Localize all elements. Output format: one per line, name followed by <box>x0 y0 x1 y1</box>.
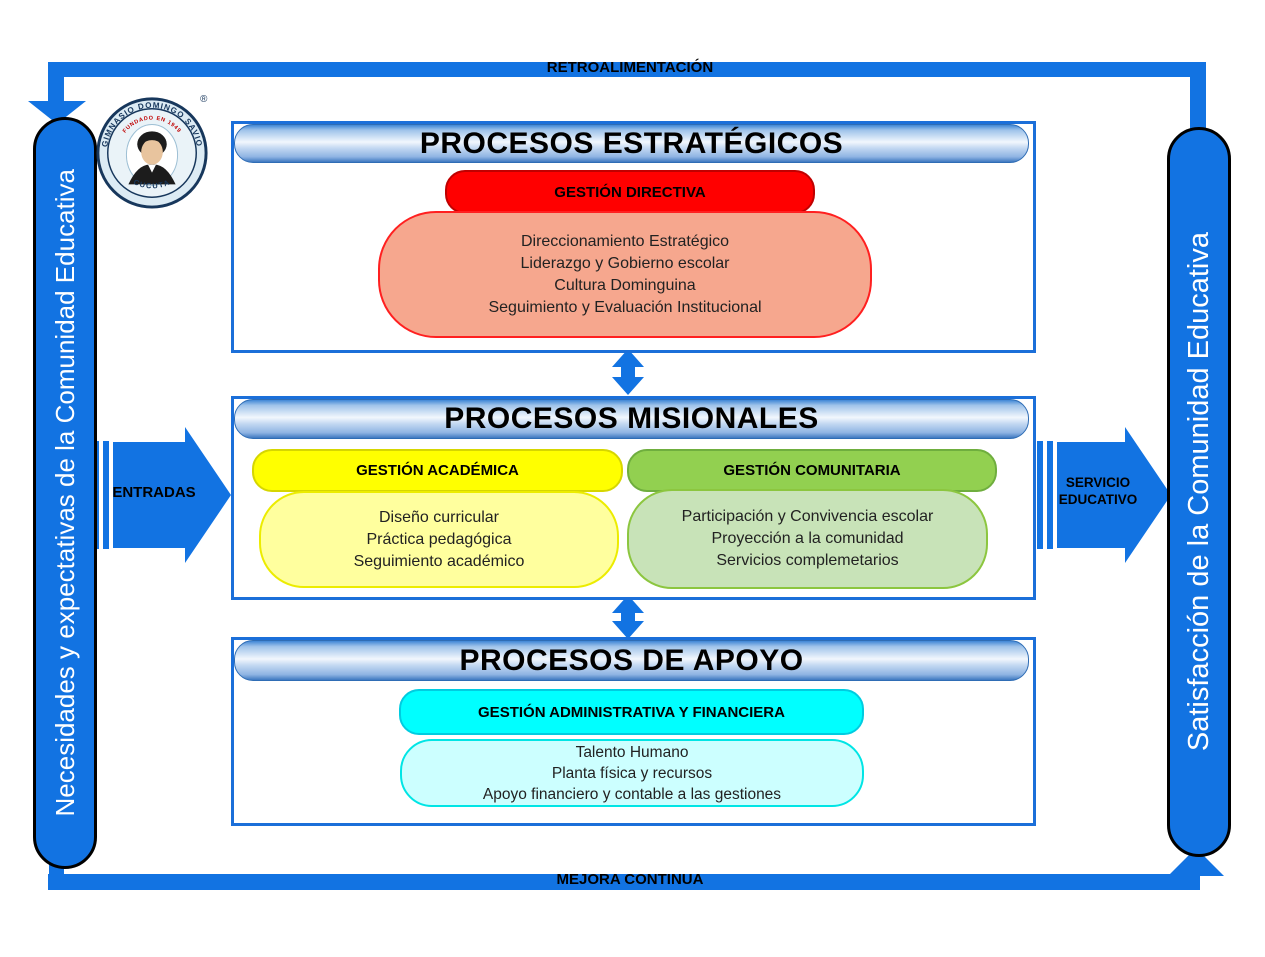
bottom-improvement-bar <box>48 874 1200 890</box>
directive-item: Seguimiento y Evaluación Institucional <box>488 298 762 316</box>
needs-expectations-label: Necesidades y expectativas de la Comunid… <box>49 169 80 817</box>
strategic-processes-title: PROCESOS ESTRATÉGICOS <box>234 124 1029 163</box>
school-logo: GIMNASIO DOMINGO SAVIO FUNDADO EN 1949 C… <box>96 94 208 209</box>
top-right-stub <box>1190 62 1206 134</box>
input-arrow-label: ENTRADAS <box>112 484 196 501</box>
output-stripe-2 <box>1047 441 1053 549</box>
directive-item: Liderazgo y Gobierno escolar <box>520 254 730 272</box>
academic-item: Seguimiento académico <box>353 552 525 570</box>
satisfaction-bar: Satisfacción de la Comunidad Educativa <box>1167 127 1231 857</box>
input-arrow-icon <box>113 427 231 563</box>
academic-item: Práctica pedagógica <box>366 530 512 548</box>
directive-item: Direccionamiento Estratégico <box>520 232 730 250</box>
connector-strategic-missional-icon <box>612 349 644 395</box>
directive-item: Cultura Dominguina <box>554 276 696 294</box>
registered-mark-icon: ® <box>200 94 208 105</box>
community-item: Servicios complemetarios <box>716 552 899 569</box>
management-admin-financial-pill: GESTIÓN ADMINISTRATIVA Y FINANCIERA <box>399 689 864 735</box>
admin-item: Apoyo financiero y contable a las gestio… <box>482 785 782 803</box>
connector-missional-support-icon <box>612 595 644 639</box>
top-left-stub <box>48 62 64 103</box>
support-processes-title: PROCESOS DE APOYO <box>234 640 1029 681</box>
management-community-pill: GESTIÓN COMUNITARIA <box>627 449 997 492</box>
management-directive-pill: GESTIÓN DIRECTIVA <box>445 170 815 214</box>
academic-items-card: Diseño curricular Práctica pedagógica Se… <box>259 491 619 588</box>
admin-item: Planta física y recursos <box>551 764 713 782</box>
up-arrowhead-icon <box>1168 848 1224 876</box>
directive-items-card: Direccionamiento Estratégico Liderazgo y… <box>378 211 872 338</box>
output-arrow-icon <box>1057 427 1171 563</box>
output-arrow-label: SERVICIO EDUCATIVO <box>1058 475 1138 507</box>
management-academic-pill: GESTIÓN ACADÉMICA <box>252 449 623 492</box>
admin-item: Talento Humano <box>575 743 689 761</box>
input-stripe-2 <box>103 441 109 549</box>
continuous-improvement-label: MEJORA CONTINUA <box>556 871 704 888</box>
feedback-label: RETROALIMENTACIÓN <box>546 59 714 76</box>
community-items-card: Participación y Convivencia escolar Proy… <box>627 489 988 589</box>
top-feedback-bar <box>60 62 1206 77</box>
needs-expectations-bar: Necesidades y expectativas de la Comunid… <box>33 117 97 869</box>
community-item: Participación y Convivencia escolar <box>681 508 934 525</box>
missional-processes-title: PROCESOS MISIONALES <box>234 399 1029 439</box>
logo-city-text: CUCUTA <box>132 177 170 190</box>
logo-portrait <box>128 131 176 185</box>
community-item: Proyección a la comunidad <box>711 530 904 547</box>
satisfaction-label: Satisfacción de la Comunidad Educativa <box>1182 232 1215 752</box>
academic-item: Diseño curricular <box>378 508 500 526</box>
svg-text:CUCUTA: CUCUTA <box>132 177 172 190</box>
down-arrowhead-icon <box>28 101 86 124</box>
admin-items-card: Talento Humano Planta física y recursos … <box>400 739 864 807</box>
output-stripe-1 <box>1037 441 1043 549</box>
